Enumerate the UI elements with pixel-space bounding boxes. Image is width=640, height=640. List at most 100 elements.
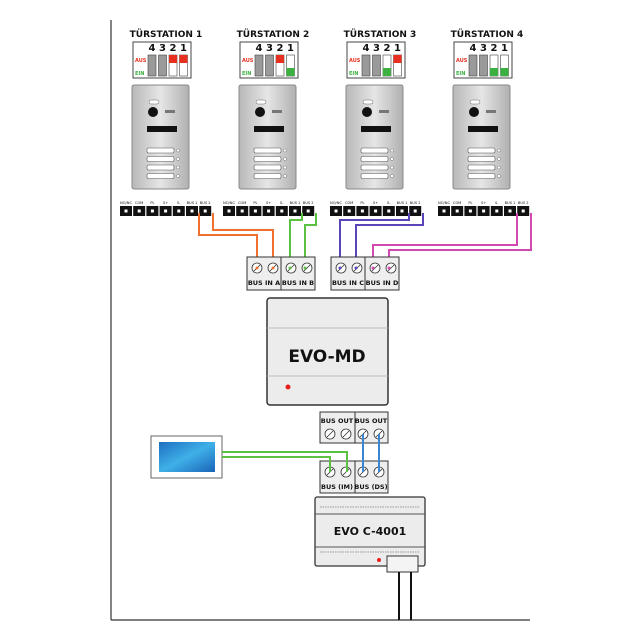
bus-out-label: BUS OUT [321, 417, 354, 425]
call-button [467, 156, 496, 162]
terminal-label: S+ [266, 201, 271, 205]
call-button [467, 173, 496, 179]
terminal-label: COM [238, 201, 246, 205]
dip-number: 4 [470, 43, 477, 54]
switch-ein [500, 68, 509, 76]
switch-ein [490, 68, 498, 76]
name-display [147, 126, 177, 132]
terminal-label: S- [387, 201, 391, 205]
led-indicator [285, 384, 291, 390]
bus-input-d: BUS IN D [364, 256, 400, 291]
bus-input-c: BUS IN C [330, 256, 366, 291]
dip-switch-lever [372, 54, 381, 77]
terminal-label: BUS 2 [410, 201, 421, 205]
switch-aus [169, 55, 177, 63]
bus-im-ds-terminals: BUS (IM) BUS (DS) [319, 460, 389, 494]
wire-bus1 [198, 213, 258, 267]
terminal-label: S- [177, 201, 181, 205]
station-title: TÜRSTATION 4 [451, 29, 524, 40]
terminal-label: NO/NC [330, 201, 342, 205]
call-button [146, 147, 175, 154]
aus-label: AUS [456, 58, 468, 64]
call-button [360, 156, 389, 162]
terminal-label: S- [495, 201, 499, 205]
door-panel [452, 84, 511, 190]
call-button [360, 164, 389, 171]
camera-icon [255, 107, 265, 117]
ein-label: EIN [456, 71, 465, 77]
dip-number: 1 [180, 43, 187, 54]
name-display [361, 126, 391, 132]
wire-bus1 [289, 213, 303, 267]
dip-number: 4 [149, 43, 156, 54]
call-button [253, 164, 282, 171]
camera-icon [362, 107, 372, 117]
terminal-label: BUS 2 [303, 201, 314, 205]
terminal-label: NO/NC [438, 201, 450, 205]
dip-switch-lever [158, 54, 167, 77]
door-panel [345, 84, 404, 190]
station-title: TÜRSTATION 1 [130, 29, 203, 40]
wire-bus2 [388, 213, 532, 267]
station-title: TÜRSTATION 2 [237, 29, 310, 40]
aus-label: AUS [135, 58, 147, 64]
station-title: TÜRSTATION 3 [344, 29, 417, 40]
monitor-screen [159, 442, 215, 472]
light-icon [148, 99, 160, 105]
bus-input-label: BUS IN C [332, 279, 364, 287]
terminal-label: BUS 1 [187, 201, 198, 205]
aus-label: AUS [242, 58, 254, 64]
light-icon [362, 99, 374, 105]
camera-icon [148, 107, 158, 117]
monitor-wire [222, 456, 331, 472]
terminal-label: S- [280, 201, 284, 205]
door-panel [238, 84, 297, 190]
light-icon [469, 99, 481, 105]
speaker-icon [486, 110, 496, 113]
terminal-label: BUS 2 [200, 201, 211, 205]
terminal-label: S+ [163, 201, 168, 205]
dip-number: 3 [159, 43, 166, 54]
bus-out-terminals: BUS OUT BUS OUT [319, 411, 389, 444]
wire-bus1 [372, 213, 518, 267]
switch-ein [286, 68, 295, 76]
dip-number: 2 [384, 43, 391, 54]
speaker-icon [379, 110, 389, 113]
terminal-label: PL [468, 201, 472, 205]
evo-c-4001-unit: EVO C-4001 [314, 496, 426, 620]
switch-aus [276, 55, 284, 63]
terminal-label: NO/NC [120, 201, 132, 205]
ein-label: EIN [135, 71, 144, 77]
dip-switch-lever [265, 54, 274, 77]
switch-ein [383, 68, 391, 76]
call-button [253, 156, 282, 162]
terminal-label: PL [360, 201, 364, 205]
door-panel [131, 84, 190, 190]
dip-number: 4 [256, 43, 263, 54]
wire-bus2 [304, 213, 317, 267]
terminal-label: COM [345, 201, 353, 205]
switch-aus [393, 55, 402, 63]
dip-switch-lever [479, 54, 488, 77]
dip-switch-lever [254, 54, 264, 77]
terminal-label: BUS 1 [290, 201, 301, 205]
terminal-label: NO/NC [223, 201, 235, 205]
ein-label: EIN [349, 71, 358, 77]
evo-md-unit: EVO-MD [266, 297, 389, 406]
terminal-label: BUS 2 [518, 201, 529, 205]
led-indicator [377, 558, 381, 562]
terminal-label: BUS 1 [397, 201, 408, 205]
dip-switch-lever [361, 54, 371, 77]
dip-number: 1 [287, 43, 294, 54]
call-button [360, 147, 389, 154]
wire-bus1 [339, 213, 410, 267]
terminal-label: S+ [481, 201, 486, 205]
ein-label: EIN [242, 71, 251, 77]
call-button [146, 164, 175, 171]
dip-number: 3 [480, 43, 487, 54]
